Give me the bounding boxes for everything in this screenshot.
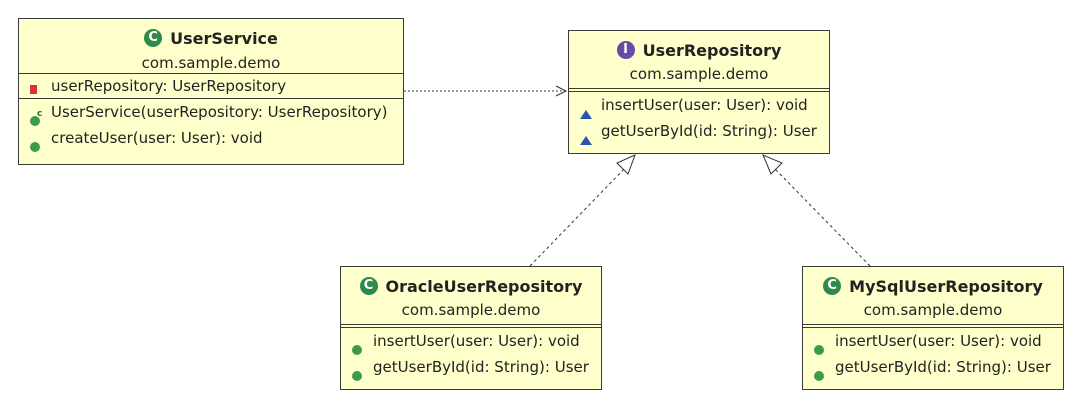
method-row: getUserById(id: String): User: [341, 354, 601, 381]
public-method-icon: [352, 337, 362, 363]
method-row: insertUser(user: User): void: [341, 328, 601, 355]
class-box-oracleuserrepository[interactable]: C OracleUserRepository com.sample.demo i…: [340, 266, 602, 390]
method-row: getUserById(id: String): User: [569, 118, 829, 145]
realization-line-mysql: [774, 168, 871, 267]
package-name: com.sample.demo: [629, 65, 769, 83]
class-icon: C: [823, 277, 842, 295]
package-name: com.sample.demo: [863, 301, 1003, 319]
class-name: MySqlUserRepository: [849, 276, 1043, 296]
method-text: insertUser(user: User): void: [601, 96, 808, 114]
class-name: UserService: [170, 28, 278, 48]
field-icon: [30, 77, 37, 101]
method-text: UserService(userRepository: UserReposito…: [51, 103, 388, 121]
realization-arrowhead-mysql: [762, 154, 783, 175]
public-method-icon: [30, 134, 40, 160]
interface-box-userrepository[interactable]: I UserRepository com.sample.demo insertU…: [568, 30, 830, 154]
class-box-userservice[interactable]: C UserService com.sample.demo userReposi…: [18, 18, 404, 165]
package-name: com.sample.demo: [141, 54, 281, 72]
class-header: C MySqlUserRepository com.sample.demo: [803, 267, 1063, 320]
public-method-icon: [814, 337, 824, 363]
class-box-mysqluserrepository[interactable]: C MySqlUserRepository com.sample.demo in…: [802, 266, 1064, 390]
method-text: insertUser(user: User): void: [373, 332, 580, 350]
constructor-marker: c: [37, 109, 43, 119]
class-icon: C: [144, 29, 163, 47]
field-row: userRepository: UserRepository: [19, 74, 403, 98]
method-text: getUserById(id: String): User: [835, 358, 1051, 376]
class-name: OracleUserRepository: [385, 276, 583, 296]
dependency-arrowhead: [555, 85, 568, 97]
method-row: c UserService(userRepository: UserReposi…: [19, 99, 403, 126]
method-text: createUser(user: User): void: [51, 129, 263, 147]
method-text: getUserById(id: String): User: [373, 358, 589, 376]
package-name: com.sample.demo: [401, 301, 541, 319]
constructor-icon: [30, 108, 40, 134]
abstract-method-icon: [580, 101, 592, 127]
interface-icon: I: [616, 41, 635, 59]
abstract-method-icon: [580, 127, 592, 153]
method-row: getUserById(id: String): User: [803, 354, 1063, 381]
method-row: createUser(user: User): void: [19, 125, 403, 152]
realization-line-oracle: [529, 168, 625, 267]
method-text: getUserById(id: String): User: [601, 122, 817, 140]
class-name: UserRepository: [642, 40, 782, 60]
method-text: insertUser(user: User): void: [835, 332, 1042, 350]
class-header: I UserRepository com.sample.demo: [569, 31, 829, 84]
class-header: C UserService com.sample.demo: [19, 19, 403, 73]
public-method-icon: [814, 363, 824, 389]
field-text: userRepository: UserRepository: [51, 77, 287, 95]
realization-arrowhead-oracle: [616, 154, 636, 175]
method-row: insertUser(user: User): void: [569, 92, 829, 119]
class-icon: C: [359, 277, 378, 295]
method-row: insertUser(user: User): void: [803, 328, 1063, 355]
public-method-icon: [352, 363, 362, 389]
class-header: C OracleUserRepository com.sample.demo: [341, 267, 601, 320]
